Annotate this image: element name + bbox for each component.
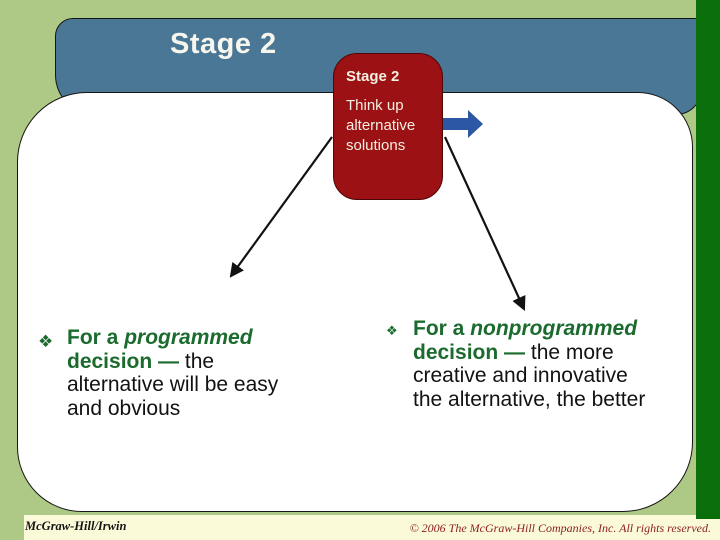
- slide-title: Stage 2: [170, 28, 277, 60]
- side-accent-bar: [696, 0, 720, 519]
- footer-brand: McGraw-Hill/Irwin: [25, 519, 127, 533]
- footer-strip: [24, 515, 720, 540]
- stage-callout-heading: Stage 2: [346, 68, 400, 85]
- footer-copyright: © 2006 The McGraw-Hill Companies, Inc. A…: [409, 521, 711, 535]
- diamond-bullet-icon: ❖: [38, 332, 54, 352]
- stage-callout-box: Stage 2 Think up alternative solutions: [333, 53, 443, 200]
- diamond-bullet-icon: ❖: [386, 324, 398, 339]
- stage-callout-body: Think up alternative solutions: [346, 97, 416, 154]
